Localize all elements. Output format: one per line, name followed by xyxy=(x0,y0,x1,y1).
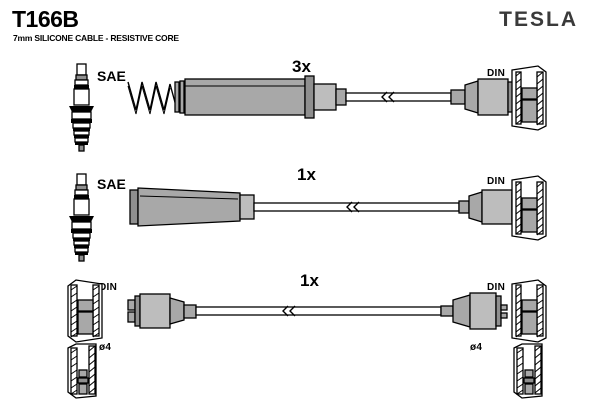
cable-assembly-1 xyxy=(127,75,520,119)
page-subtitle: 7mm SILICONE CABLE - RESISTIVE CORE xyxy=(13,33,179,43)
cable-set-row-2: 1x SAE DIN xyxy=(0,160,600,262)
terminal-label-left: ø4 xyxy=(99,342,112,353)
left-end-label-3: DIN xyxy=(99,282,118,293)
din-terminal-section-icon-2 xyxy=(511,175,547,241)
terminal-socket-dia4-left xyxy=(67,343,97,399)
brand-logo: TESLA xyxy=(499,8,578,31)
cable-assembly-3 xyxy=(127,292,508,330)
terminal-socket-dia4-right xyxy=(513,343,543,399)
right-end-label-2: DIN xyxy=(487,176,506,187)
din-terminal-section-icon-4 xyxy=(511,279,547,343)
din-terminal-section-icon-3 xyxy=(67,279,103,343)
quantity-label-1: 3x xyxy=(292,57,311,76)
spark-plug-icon xyxy=(69,173,94,262)
din-terminal-section-icon-1 xyxy=(511,65,547,131)
quantity-label-2: 1x xyxy=(297,165,316,184)
spark-plug-icon xyxy=(69,63,94,152)
terminal-label-right: ø4 xyxy=(470,342,483,353)
right-end-label-3: DIN xyxy=(487,282,506,293)
left-end-label-2: SAE xyxy=(97,176,126,192)
cable-set-row-1: 3x SAE DIN xyxy=(0,52,600,152)
left-end-label-1: SAE xyxy=(97,68,126,84)
page-title: T166B xyxy=(12,6,79,32)
cable-assembly-2 xyxy=(129,187,524,227)
cable-set-row-3: 1x DIN DIN xyxy=(0,268,600,358)
right-end-label-1: DIN xyxy=(487,68,506,79)
quantity-label-3: 1x xyxy=(300,271,319,290)
